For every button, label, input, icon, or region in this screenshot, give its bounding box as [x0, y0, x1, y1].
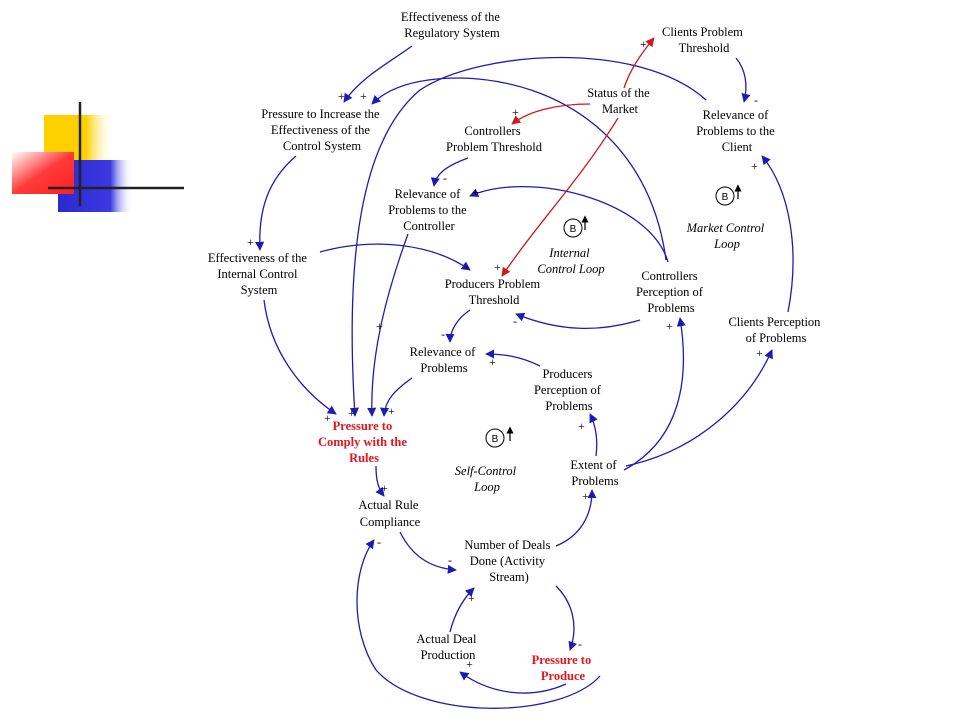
- polarity-plus: +: [756, 346, 763, 360]
- node-effectiveness-internal-control: Effectiveness of the Internal Control Sy…: [208, 251, 310, 297]
- node-controllers-problem-threshold: Controllers Problem Threshold: [446, 124, 543, 154]
- link-effectiveness-internal-to-producers-threshold: [319, 243, 471, 271]
- link-pressure-comply-to-actual-compliance: [375, 465, 385, 497]
- links: [255, 37, 794, 709]
- node-producers-perception: Producers Perception of Problems: [534, 367, 604, 413]
- link-regulatory-to-pressure-increase: [343, 45, 413, 103]
- polarity-plus: +: [578, 419, 585, 433]
- node-relevance-problems-client: Relevance of Problems to the Client: [696, 108, 778, 154]
- polarity-minus: -: [513, 314, 517, 328]
- link-number-deals-to-extent-problems: [555, 489, 597, 547]
- node-status-of-market: Status of the Market: [587, 86, 653, 116]
- polarity-plus: +: [466, 657, 473, 671]
- loop-self-control: B Self-Control Loop: [455, 426, 519, 494]
- nodes: Effectiveness of the Regulatory System C…: [208, 10, 823, 683]
- polarity-minus: -: [443, 171, 447, 185]
- link-controllers-perception-to-pressure-increase: [371, 77, 667, 261]
- polarity-plus: +: [640, 37, 647, 51]
- node-extent-of-problems: Extent of Problems: [570, 458, 619, 488]
- polarity-plus: +: [468, 591, 475, 605]
- link-clients-perception-to-relevance-client: [761, 155, 794, 313]
- loop-name-internal-control: Internal Control Loop: [537, 246, 604, 276]
- node-controllers-perception: Controllers Perception of Problems: [636, 269, 706, 315]
- link-controllers-perception-to-relevance-controller: [469, 185, 669, 263]
- node-relevance-of-problems: Relevance of Problems: [410, 345, 479, 375]
- node-pressure-to-comply: Pressure to Comply with the Rules: [318, 419, 410, 465]
- polarity-plus: +: [360, 89, 367, 103]
- link-producers-threshold-to-relevance-problems: [445, 309, 471, 343]
- polarity-plus: +: [751, 159, 758, 173]
- polarity-plus: +: [381, 481, 388, 495]
- link-pressure-produce-to-actual-compliance: [356, 539, 601, 709]
- loop-letter: B: [570, 224, 577, 235]
- polarity-plus: +: [324, 411, 331, 425]
- node-producers-problem-threshold: Producers Problem Threshold: [445, 277, 544, 307]
- polarity-plus: +: [247, 235, 254, 249]
- link-relevance-problems-to-pressure-comply: [379, 377, 413, 417]
- node-number-of-deals: Number of Deals Done (Activity Stream): [464, 538, 553, 584]
- link-extent-to-producers-perception: [589, 413, 598, 457]
- polarity-plus: +: [348, 406, 355, 420]
- polarity-plus: +: [376, 319, 383, 333]
- node-pressure-increase-effectiveness: Pressure to Increase the Effectiveness o…: [261, 107, 382, 153]
- polarity-minus: -: [578, 637, 582, 651]
- polarity-minus: -: [377, 535, 381, 549]
- link-relevance-controller-to-pressure-comply: [367, 233, 409, 417]
- link-effectiveness-internal-to-pressure-comply: [263, 299, 337, 415]
- link-pressure-increase-to-effectiveness-internal: [255, 155, 297, 251]
- polarity-minus: -: [754, 93, 758, 107]
- balancing-loop-icon: B: [563, 215, 589, 238]
- link-status-market-to-producers-threshold: [501, 117, 619, 277]
- balancing-loop-icon: B: [715, 184, 742, 206]
- polarity-plus: +: [388, 404, 395, 418]
- node-relevance-problems-controller: Relevance of Problems to the Controller: [388, 187, 470, 233]
- polarity-minus: -: [465, 259, 469, 273]
- polarity-minus: -: [441, 327, 445, 341]
- polarity-plus: +: [494, 260, 501, 274]
- link-actual-compliance-to-number-deals: [399, 531, 457, 574]
- link-producers-perception-to-relevance-problems: [485, 349, 541, 367]
- polarity-plus: +: [582, 489, 589, 503]
- node-pressure-to-produce: Pressure to Produce: [532, 653, 595, 683]
- polarity-plus: +: [338, 89, 345, 103]
- slide-decoration: [12, 102, 184, 212]
- link-controllers-perception-to-producers-threshold: [515, 312, 641, 329]
- link-clients-threshold-to-relevance-client: [735, 57, 751, 103]
- node-clients-problem-threshold: Clients Problem Threshold: [662, 25, 746, 55]
- node-effectiveness-regulatory: Effectiveness of the Regulatory System: [401, 10, 503, 40]
- loop-market-control: B Market Control Loop: [686, 184, 768, 251]
- node-actual-deal-production: Actual Deal Production: [416, 632, 479, 662]
- loop-internal-control: B Internal Control Loop: [537, 215, 605, 276]
- polarity-signs: + + + - + - + + + - + - + + - + + + + + …: [247, 37, 763, 671]
- link-number-deals-to-pressure-produce: [555, 585, 578, 651]
- polarity-plus: +: [489, 355, 496, 369]
- link-status-market-to-clients-threshold: [623, 37, 655, 89]
- balancing-loop-icon: B: [485, 426, 514, 448]
- link-extent-to-controllers-perception: [623, 317, 686, 471]
- link-extent-to-clients-perception: [625, 349, 773, 467]
- node-clients-perception: Clients Perception of Problems: [728, 315, 823, 345]
- node-actual-rule-compliance: Actual Rule Compliance: [358, 498, 421, 529]
- polarity-plus: +: [472, 185, 479, 199]
- polarity-plus: +: [666, 319, 673, 333]
- link-status-market-to-controllers-threshold: [511, 103, 591, 125]
- link-pressure-produce-to-actual-production: [459, 671, 567, 694]
- loop-name-market-control: Market Control Loop: [686, 221, 768, 251]
- loop-name-self-control: Self-Control Loop: [455, 464, 519, 494]
- link-relevance-client-to-pressure-comply: [349, 56, 707, 417]
- link-controllers-threshold-to-relevance-controller: [430, 157, 469, 187]
- polarity-minus: -: [448, 553, 452, 567]
- loop-letter: B: [722, 192, 729, 203]
- polarity-plus: +: [512, 105, 519, 119]
- loop-letter: B: [492, 434, 499, 445]
- link-actual-production-to-number-deals: [449, 587, 475, 633]
